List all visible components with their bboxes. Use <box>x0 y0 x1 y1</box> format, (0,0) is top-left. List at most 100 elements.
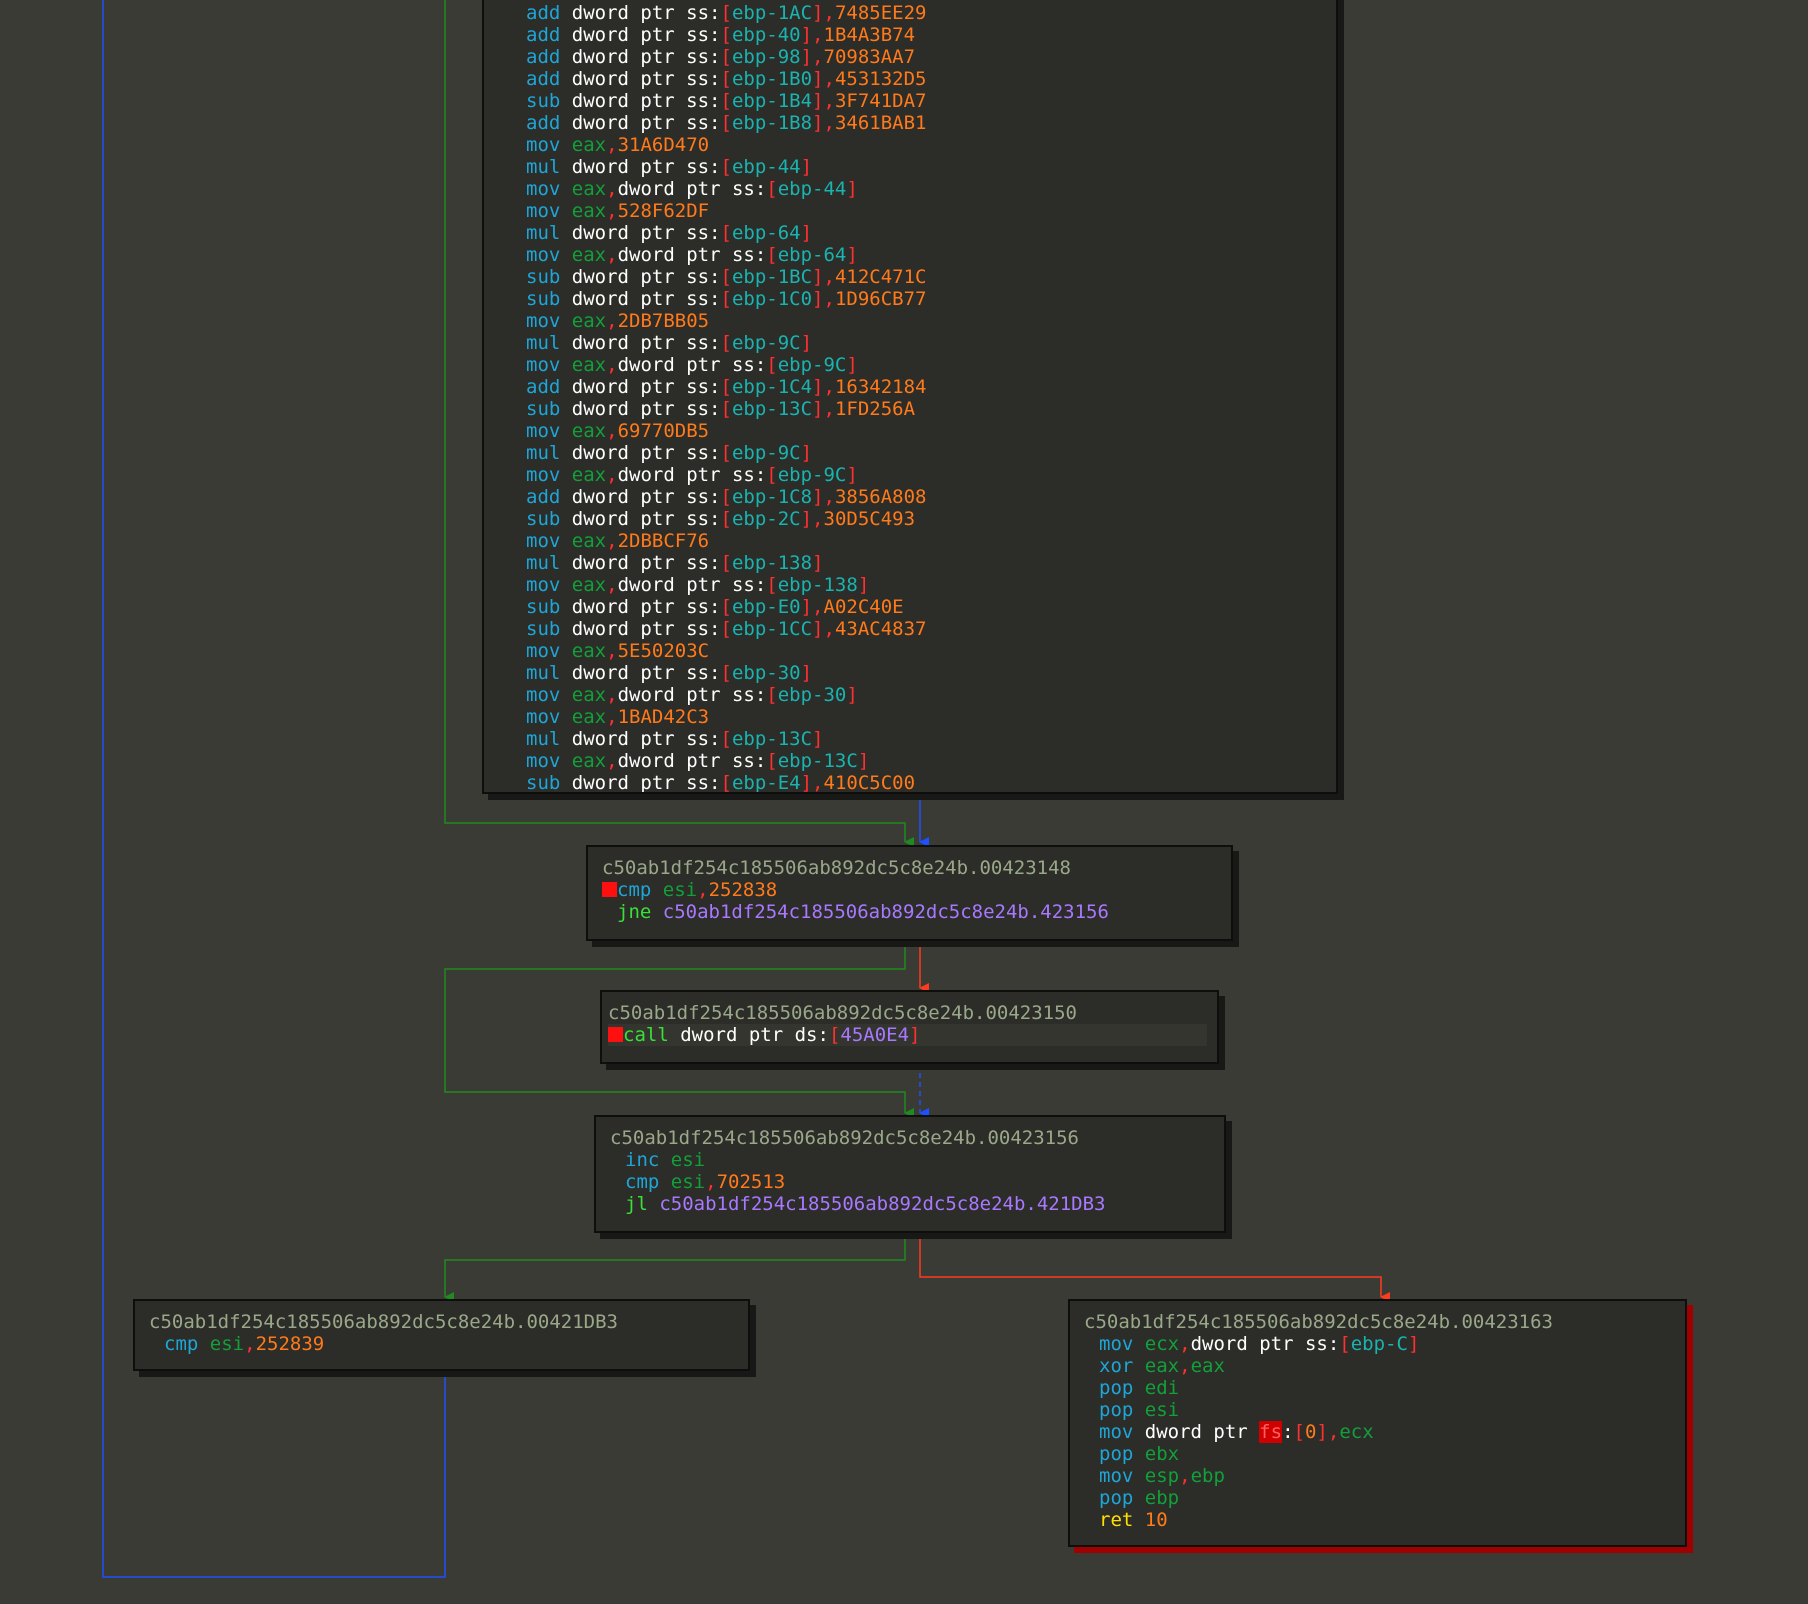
gutter-spacer[interactable] <box>511 136 526 151</box>
block-address-label[interactable]: c50ab1df254c185506ab892dc5c8e24b.00421DB… <box>149 1311 618 1333</box>
gutter-spacer[interactable] <box>511 576 526 591</box>
gutter-spacer[interactable] <box>511 444 526 459</box>
gutter-spacer[interactable] <box>511 466 526 481</box>
gutter-spacer[interactable] <box>610 1151 625 1166</box>
breakpoint-icon[interactable] <box>602 882 617 897</box>
gutter-spacer[interactable] <box>511 686 526 701</box>
instruction-row[interactable]: mul dword ptr ss:[ebp-138] <box>511 552 1326 574</box>
gutter-spacer[interactable] <box>511 334 526 349</box>
gutter-spacer[interactable] <box>511 752 526 767</box>
instruction-row[interactable]: mul dword ptr ss:[ebp-9C] <box>511 442 1326 464</box>
gutter-spacer[interactable] <box>511 4 526 19</box>
instruction-row[interactable]: sub dword ptr ss:[ebp-13C],1FD256A <box>511 398 1326 420</box>
instruction-row[interactable]: mov eax,dword ptr ss:[ebp-64] <box>511 244 1326 266</box>
instruction-row[interactable]: mul dword ptr ss:[ebp-44] <box>511 156 1326 178</box>
instruction-row[interactable]: add dword ptr ss:[ebp-98],70983AA7 <box>511 46 1326 68</box>
instruction-row[interactable]: sub dword ptr ss:[ebp-1BC],412C471C <box>511 266 1326 288</box>
block-00423156[interactable]: c50ab1df254c185506ab892dc5c8e24b.0042315… <box>594 1115 1226 1233</box>
instruction-row[interactable]: sub dword ptr ss:[ebp-1CC],43AC4837 <box>511 618 1326 640</box>
instruction-row[interactable]: add dword ptr ss:[ebp-1B8],3461BAB1 <box>511 112 1326 134</box>
gutter-spacer[interactable] <box>511 26 526 41</box>
gutter-spacer[interactable] <box>1084 1357 1099 1372</box>
gutter-spacer[interactable] <box>1084 1401 1099 1416</box>
instruction-row[interactable]: mov eax,31A6D470 <box>511 134 1326 156</box>
gutter-spacer[interactable] <box>511 48 526 63</box>
instruction-row[interactable]: sub dword ptr ss:[ebp-1C0],1D96CB77 <box>511 288 1326 310</box>
gutter-spacer[interactable] <box>511 620 526 635</box>
gutter-spacer[interactable] <box>511 180 526 195</box>
instruction-row[interactable]: mov eax,dword ptr ss:[ebp-13C] <box>511 750 1326 772</box>
block-address-label[interactable]: c50ab1df254c185506ab892dc5c8e24b.0042315… <box>610 1127 1079 1149</box>
gutter-spacer[interactable] <box>1084 1445 1099 1460</box>
instruction-row[interactable]: sub dword ptr ss:[ebp-E0],A02C40E <box>511 596 1326 618</box>
instruction-row[interactable]: xor eax,eax <box>1084 1355 1675 1377</box>
gutter-spacer[interactable] <box>511 774 526 789</box>
instruction-row[interactable]: ret 10 <box>1084 1509 1675 1531</box>
breakpoint-icon[interactable] <box>608 1027 623 1042</box>
gutter-spacer[interactable] <box>511 664 526 679</box>
instruction-row[interactable]: pop ebp <box>1084 1487 1675 1509</box>
instruction-row[interactable]: mul dword ptr ss:[ebp-9C] <box>511 332 1326 354</box>
instruction-row[interactable]: cmp esi,252838 <box>602 879 1221 901</box>
instruction-row[interactable]: sub dword ptr ss:[ebp-1B4],3F741DA7 <box>511 90 1326 112</box>
gutter-spacer[interactable] <box>511 554 526 569</box>
instruction-row[interactable]: mul dword ptr ss:[ebp-13C] <box>511 728 1326 750</box>
instruction-row[interactable]: mov eax,1BAD42C3 <box>511 706 1326 728</box>
gutter-spacer[interactable] <box>511 488 526 503</box>
gutter-spacer[interactable] <box>149 1335 164 1350</box>
instruction-row[interactable]: mov eax,dword ptr ss:[ebp-9C] <box>511 464 1326 486</box>
gutter-spacer[interactable] <box>511 510 526 525</box>
instruction-row[interactable]: pop esi <box>1084 1399 1675 1421</box>
gutter-spacer[interactable] <box>511 378 526 393</box>
instruction-row[interactable]: cmp esi,702513 <box>610 1171 1214 1193</box>
instruction-row[interactable]: mov eax,5E50203C <box>511 640 1326 662</box>
instruction-row[interactable]: call dword ptr ds:[45A0E4] <box>608 1024 1207 1046</box>
gutter-spacer[interactable] <box>511 224 526 239</box>
instruction-row[interactable]: jne c50ab1df254c185506ab892dc5c8e24b.423… <box>602 901 1221 923</box>
gutter-spacer[interactable] <box>1084 1511 1099 1526</box>
gutter-spacer[interactable] <box>511 422 526 437</box>
block-00423163[interactable]: c50ab1df254c185506ab892dc5c8e24b.0042316… <box>1068 1299 1687 1547</box>
gutter-spacer[interactable] <box>602 903 617 918</box>
instruction-row[interactable]: mov eax,69770DB5 <box>511 420 1326 442</box>
instruction-row[interactable]: inc esi <box>610 1149 1214 1171</box>
gutter-spacer[interactable] <box>511 312 526 327</box>
block-main[interactable]: add dword ptr ss:[ebp-1AC],7485EE29 add d… <box>482 0 1338 794</box>
instruction-row[interactable]: mov dword ptr fs:[0],ecx <box>1084 1421 1675 1443</box>
instruction-row[interactable]: pop edi <box>1084 1377 1675 1399</box>
instruction-row[interactable]: mov ecx,dword ptr ss:[ebp-C] <box>1084 1333 1675 1355</box>
instruction-row[interactable]: mov eax,dword ptr ss:[ebp-9C] <box>511 354 1326 376</box>
instruction-row[interactable]: cmp esi,252839 <box>149 1333 738 1355</box>
instruction-row[interactable]: jl c50ab1df254c185506ab892dc5c8e24b.421D… <box>610 1193 1214 1215</box>
instruction-row[interactable]: add dword ptr ss:[ebp-1B0],453132D5 <box>511 68 1326 90</box>
block-00423148[interactable]: c50ab1df254c185506ab892dc5c8e24b.0042314… <box>586 845 1233 941</box>
instruction-row[interactable]: mov eax,2DBBCF76 <box>511 530 1326 552</box>
instruction-row[interactable]: mov eax,dword ptr ss:[ebp-30] <box>511 684 1326 706</box>
block-00421DB3[interactable]: c50ab1df254c185506ab892dc5c8e24b.00421DB… <box>133 1299 750 1371</box>
gutter-spacer[interactable] <box>511 356 526 371</box>
gutter-spacer[interactable] <box>511 246 526 261</box>
instruction-row[interactable]: pop ebx <box>1084 1443 1675 1465</box>
instruction-row[interactable]: add dword ptr ss:[ebp-1C8],3856A808 <box>511 486 1326 508</box>
gutter-spacer[interactable] <box>1084 1489 1099 1504</box>
instruction-row[interactable]: mov esp,ebp <box>1084 1465 1675 1487</box>
instruction-row[interactable]: add dword ptr ss:[ebp-1AC],7485EE29 <box>511 2 1326 24</box>
instruction-row[interactable]: mov eax,dword ptr ss:[ebp-44] <box>511 178 1326 200</box>
instruction-row[interactable]: mul dword ptr ss:[ebp-64] <box>511 222 1326 244</box>
instruction-row[interactable]: mul dword ptr ss:[ebp-30] <box>511 662 1326 684</box>
gutter-spacer[interactable] <box>1084 1467 1099 1482</box>
block-address-label[interactable]: c50ab1df254c185506ab892dc5c8e24b.0042314… <box>602 857 1071 879</box>
gutter-spacer[interactable] <box>511 598 526 613</box>
gutter-spacer[interactable] <box>511 642 526 657</box>
instruction-row[interactable]: mov eax,dword ptr ss:[ebp-138] <box>511 574 1326 596</box>
gutter-spacer[interactable] <box>511 202 526 217</box>
instruction-row[interactable]: mov eax,2DB7BB05 <box>511 310 1326 332</box>
instruction-row[interactable]: mov eax,528F62DF <box>511 200 1326 222</box>
gutter-spacer[interactable] <box>511 290 526 305</box>
instruction-row[interactable]: sub dword ptr ss:[ebp-2C],30D5C493 <box>511 508 1326 530</box>
gutter-spacer[interactable] <box>511 158 526 173</box>
gutter-spacer[interactable] <box>511 92 526 107</box>
gutter-spacer[interactable] <box>511 114 526 129</box>
instruction-row[interactable]: add dword ptr ss:[ebp-1C4],16342184 <box>511 376 1326 398</box>
block-address-label[interactable]: c50ab1df254c185506ab892dc5c8e24b.0042315… <box>608 1002 1077 1024</box>
